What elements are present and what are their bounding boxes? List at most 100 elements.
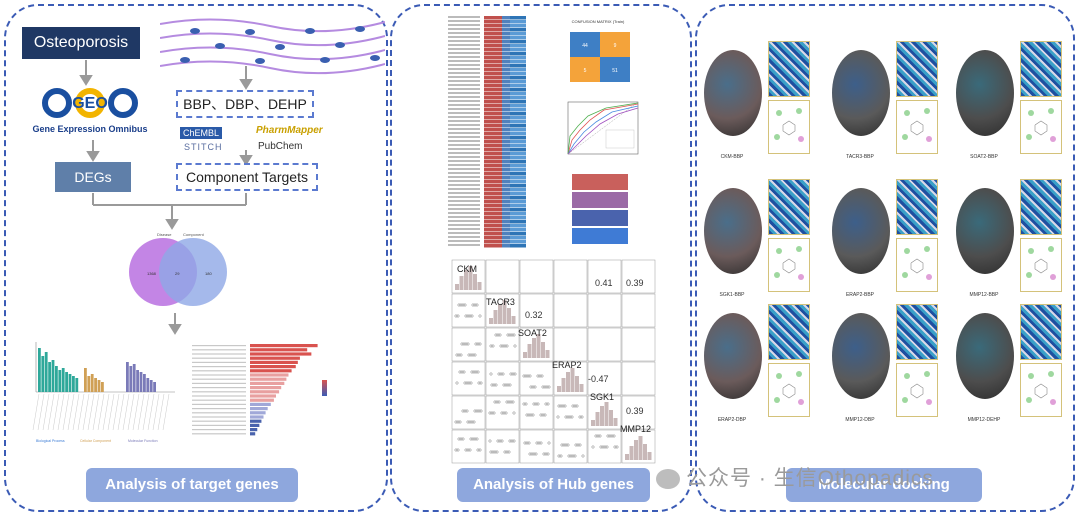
hist-bar (536, 334, 541, 358)
go-bar (55, 366, 58, 392)
cell (510, 128, 526, 132)
cell (510, 148, 526, 152)
cell (502, 76, 510, 80)
cell (510, 120, 526, 124)
confusion-matrix: CONFUSION MATRIX (Train) 44 9 5 51 (570, 19, 630, 82)
row-label (448, 224, 480, 226)
cell (510, 28, 526, 32)
cell (502, 48, 510, 52)
pairs-cell (553, 429, 588, 464)
cell (510, 108, 526, 112)
go-bar (136, 370, 139, 392)
pairs-cell (485, 429, 520, 464)
cell (484, 172, 502, 176)
row-label (448, 168, 480, 170)
scatter-point (612, 434, 616, 438)
row-label (448, 28, 480, 30)
scatter-point (511, 400, 515, 404)
scatter-point (471, 303, 475, 307)
pairs-cell (519, 361, 554, 396)
scatter-point (454, 420, 458, 424)
scatter-point (528, 374, 532, 378)
cell (484, 208, 502, 212)
row-label (448, 148, 480, 150)
row-label (448, 180, 480, 182)
hist-bar (493, 310, 498, 324)
cell (484, 24, 502, 28)
scatter-point (545, 385, 549, 389)
go-bar (58, 370, 62, 392)
binding-pocket-view (768, 41, 810, 97)
row-label (448, 176, 480, 178)
pharmmapper-logo: PharmMapper (256, 125, 323, 136)
kegg-term-line (192, 357, 246, 359)
corr-erap2-sgk1: -0.47 (588, 374, 609, 384)
scatter-point (525, 441, 529, 445)
scatter-point (475, 409, 479, 413)
scatter-point (615, 445, 619, 449)
scatter-point (457, 353, 461, 357)
hist-bar (638, 436, 643, 460)
cell (502, 64, 510, 68)
scatter-point (457, 437, 461, 441)
row-label (448, 48, 480, 50)
wechat-icon (656, 469, 680, 490)
scatter-point (475, 437, 479, 441)
cell (484, 76, 502, 80)
cell (484, 192, 502, 196)
scatter-point (493, 400, 497, 404)
pairs-correlation-plot: CKM TACR3 SOAT2 ERAP2 SGK1 MMP12 0.41 0.… (451, 259, 656, 464)
protein-structure (956, 313, 1014, 399)
scatter-point (591, 445, 595, 449)
pairs-cell (587, 327, 622, 362)
venn-overlap-count: 29 (175, 271, 180, 276)
scatter-point (578, 415, 582, 419)
scatter-point (466, 420, 470, 424)
go-bar (94, 378, 97, 392)
kegg-bar (250, 381, 285, 385)
pairs-cell (485, 361, 520, 396)
go-bar (101, 382, 104, 392)
cell (502, 188, 510, 192)
scatter-point (473, 303, 477, 307)
scatter-point (491, 450, 495, 454)
scatter-point (559, 454, 563, 458)
row-label (448, 104, 480, 106)
panel-target-genes (4, 4, 388, 512)
cell (510, 160, 526, 164)
cell (484, 72, 502, 76)
cell (502, 152, 510, 156)
scatter-point (501, 372, 505, 376)
scatter-point (560, 443, 564, 447)
binding-pocket-view (896, 41, 938, 97)
cell (510, 172, 526, 176)
scatter-point (506, 383, 510, 387)
scatter-point (594, 434, 598, 438)
cell (510, 48, 526, 52)
scatter-point (492, 411, 496, 415)
cell (484, 228, 502, 232)
go-bar (149, 380, 153, 392)
scatter-point (478, 448, 482, 452)
scatter-point (610, 434, 614, 438)
scatter-point (473, 437, 477, 441)
cell (510, 156, 526, 160)
row-label (448, 88, 480, 90)
scatter-point (465, 409, 469, 413)
cell (502, 148, 510, 152)
scatter-point (494, 333, 498, 337)
scatter-point (476, 342, 480, 346)
pairs-cell (587, 293, 622, 328)
scatter-point (498, 333, 502, 337)
scatter-point (536, 374, 540, 378)
scatter-point (459, 303, 463, 307)
scatter-point (537, 441, 541, 445)
scatter-point (464, 314, 468, 318)
binding-pocket-view (1020, 41, 1062, 97)
row-label (448, 40, 480, 42)
cell (502, 208, 510, 212)
cell (510, 200, 526, 204)
scatter-point (564, 415, 568, 419)
scatter-point (533, 385, 537, 389)
scatter-point (543, 413, 547, 417)
